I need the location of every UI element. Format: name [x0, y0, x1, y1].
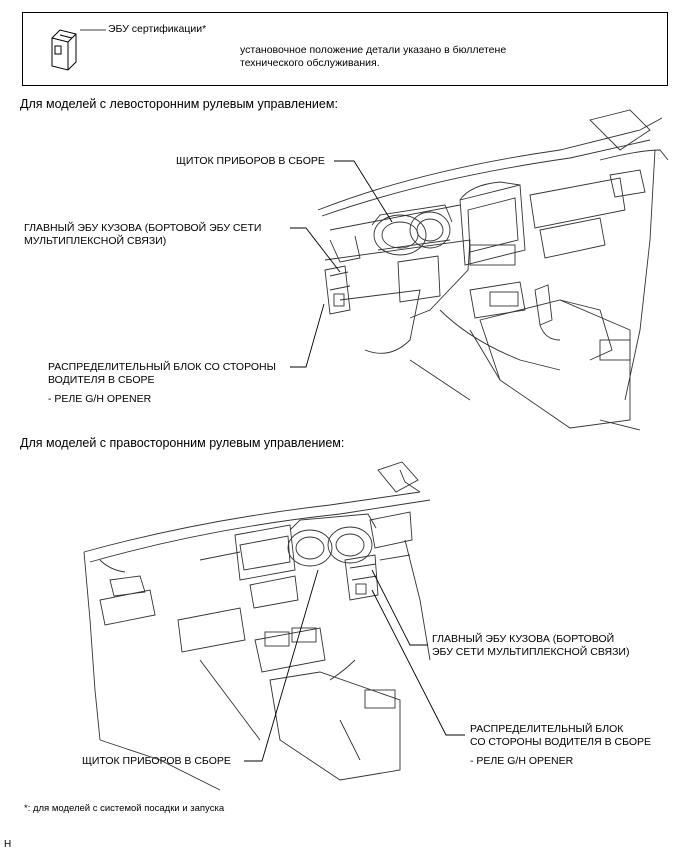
rhd-main-body-ecu-label-line1: ГЛАВНЫЙ ЭБУ КУЗОВА (БОРТОВОЙ: [432, 633, 615, 645]
certification-ecu-icon: [51, 29, 77, 71]
footnote: *: для моделей с системой посадки и запу…: [24, 803, 225, 814]
lhd-main-body-ecu-label-line2: МУЛЬТИПЛЕКСНОЙ СВЯЗИ): [24, 235, 167, 247]
rhd-dashboard-drawing: [83, 461, 431, 791]
certification-ecu-label: ЭБУ сертификации*: [108, 23, 207, 35]
lhd-main-body-ecu-label-line1: ГЛАВНЫЙ ЭБУ КУЗОВА (БОРТОВОЙ ЭБУ СЕТИ: [24, 222, 262, 234]
lhd-relay-label: - РЕЛЕ G/H OPENER: [48, 393, 152, 405]
rhd-relay-label: - РЕЛЕ G/H OPENER: [470, 755, 574, 767]
rhd-heading: Для моделей с правосторонним рулевым упр…: [20, 436, 345, 450]
lhd-junction-block-label-line2: ВОДИТЕЛЯ В СБОРЕ: [48, 374, 155, 386]
lhd-leader-lines: [290, 160, 393, 368]
legend-note-line2: технического обслуживания.: [240, 57, 380, 69]
rhd-main-body-ecu-label-line2: ЭБУ СЕТИ МУЛЬТИПЛЕКСНОЙ СВЯЗИ): [432, 646, 630, 658]
lhd-combination-meter-label: ЩИТОК ПРИБОРОВ В СБОРЕ: [176, 155, 325, 167]
rhd-junction-block-label-line2: СО СТОРОНЫ ВОДИТЕЛЯ В СБОРЕ: [470, 736, 652, 748]
lhd-junction-block-label-line1: РАСПРЕДЕЛИТЕЛЬНЫЙ БЛОК СО СТОРОНЫ: [48, 361, 276, 373]
lhd-heading: Для моделей с левосторонним рулевым упра…: [20, 97, 338, 111]
legend-box: [22, 12, 668, 86]
rhd-combination-meter-label: ЩИТОК ПРИБОРОВ В СБОРЕ: [82, 755, 231, 767]
rhd-junction-block-label-line1: РАСПРЕДЕЛИТЕЛЬНЫЙ БЛОК: [470, 723, 624, 735]
rhd-leader-lines: [244, 569, 465, 762]
lhd-dashboard-drawing: [317, 109, 669, 431]
legend-note-line1: установочное положение детали указано в …: [240, 44, 507, 56]
corner-mark: H: [4, 839, 12, 850]
